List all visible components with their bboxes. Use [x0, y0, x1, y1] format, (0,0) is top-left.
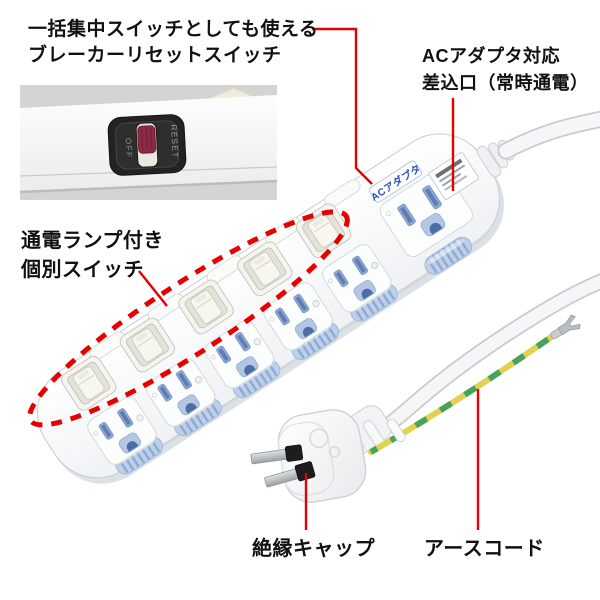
- power-strip-body: ACアダプタ: [27, 133, 515, 484]
- main-power-cord: [497, 110, 600, 160]
- reset-label: RESET: [169, 124, 180, 159]
- breaker-annotation-line1: 一括集中スイッチとしても使える: [28, 19, 319, 40]
- earth-cord: [368, 330, 560, 455]
- individual-switch-annotation: 通電ランプ付き 個別スイッチ: [21, 227, 164, 285]
- insulation-cap: [294, 461, 316, 482]
- ac-outlet-annotation-line1: ACアダプタ対応: [422, 46, 560, 66]
- earth-cord-annotation: アースコード: [424, 538, 545, 560]
- callout-line-breaker: [312, 27, 373, 185]
- plug-and-cords: [250, 273, 600, 503]
- ac-outlet-annotation: ACアダプタ対応 差込口（常時通電）: [422, 43, 589, 97]
- individual-switch-annotation-line2: 個別スイッチ: [21, 259, 144, 281]
- power-plug: [250, 409, 367, 503]
- breaker-annotation: 一括集中スイッチとしても使える ブレーカーリセットスイッチ: [28, 17, 318, 69]
- off-label: OFF: [124, 138, 134, 159]
- breaker-reset-switch: RESET OFF: [107, 114, 187, 176]
- breaker-annotation-line2: ブレーカーリセットスイッチ: [28, 45, 282, 66]
- callout-line-switches: [138, 270, 168, 307]
- plug-prong-lower: [264, 461, 316, 488]
- plug-prong-upper: [250, 444, 304, 465]
- earth-fork-terminal: [550, 314, 581, 340]
- insulation-cap-annotation: 絶縁キャップ: [252, 538, 375, 560]
- individual-switch-annotation-line1: 通電ランプ付き: [21, 230, 164, 252]
- ac-outlet-annotation-line2: 差込口（常時通電）: [422, 73, 589, 93]
- breaker-switch-inset-photo: RESET OFF: [19, 85, 278, 200]
- callout-lines: [138, 27, 480, 530]
- callout-ellipse-switches: [27, 209, 350, 428]
- insulation-cap: [284, 444, 304, 462]
